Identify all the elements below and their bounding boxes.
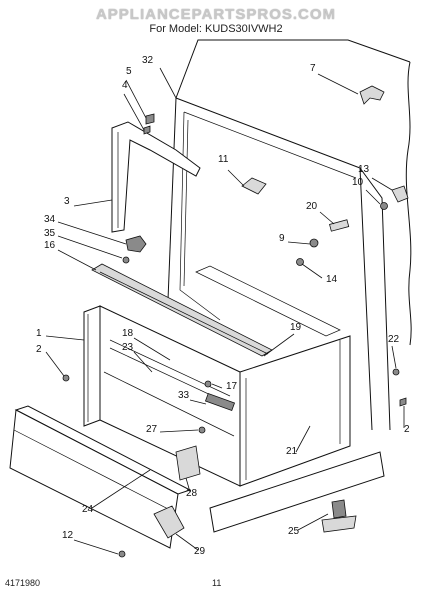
callout-c32: 32 [142,55,154,66]
bracket-part-34 [125,235,147,253]
clip-part-7 [359,85,385,105]
screw-part-4 [143,125,151,135]
callout-c2b: 2 [404,424,410,435]
callout-c13: 13 [358,164,370,175]
callout-c34: 34 [44,214,56,225]
screw-part-35 [122,256,130,264]
screw-part-14 [296,258,304,266]
callout-c25: 25 [288,526,300,537]
leader-lines [45,67,405,555]
crossmember-part-19 [195,265,341,337]
tub-part-32 [167,39,412,431]
callout-c12: 12 [62,530,74,541]
callout-c29: 29 [194,546,206,557]
frame-part-1 [83,305,241,487]
document-number: 4171980 [5,578,41,588]
callout-c28: 28 [186,488,198,499]
roller-part-20 [329,219,350,232]
bracket-part-11 [241,177,267,195]
callout-c2a: 2 [36,344,42,355]
callout-c4: 4 [122,80,128,91]
callout-c17: 17 [226,381,238,392]
site-watermark-title: APPLIANCEPARTSPROS.COM [95,6,337,23]
screw-part-10 [380,202,388,210]
callout-c11: 11 [218,154,229,165]
callout-c21: 21 [286,446,298,457]
pad-part-33 [204,392,236,412]
screw-part-12 [118,550,126,558]
bracket-part-29 [153,505,185,539]
screw-part-27 [198,426,206,434]
bracket-part-13 [380,185,409,210]
callout-c7: 7 [310,63,316,74]
callout-c23: 23 [122,342,134,353]
callout-c5: 5 [126,66,132,77]
rail-part-3 [111,121,201,233]
screw-part-17 [204,380,212,388]
rail-part-23 [103,371,235,437]
callout-c16: 16 [44,240,56,251]
callout-c10: 10 [352,177,364,188]
model-number-line: For Model: KUDS30IVWH2 [149,23,283,35]
screw-part-9 [309,238,319,248]
callout-c19: 19 [290,322,302,333]
callout-c3: 3 [64,196,70,207]
callout-c1: 1 [36,328,42,339]
screw-part-5 [145,113,155,125]
callout-c18: 18 [122,328,134,339]
callout-c24: 24 [82,504,94,515]
callout-c20: 20 [306,201,318,212]
callout-c35: 35 [44,228,56,239]
leveling-leg-part-25 [321,499,357,533]
screw-part-2-left [62,374,70,382]
callout-c33: 33 [178,390,190,401]
callout-c9: 9 [279,233,285,244]
page-number: 11 [212,578,222,588]
screw-part-22 [392,368,400,376]
screw-part-2-right [399,397,407,407]
side-member-part-21 [239,335,351,487]
box-part-28 [175,445,201,481]
callout-c27: 27 [146,424,158,435]
callout-c22: 22 [388,334,400,345]
callout-c14: 14 [326,274,338,285]
base-panel [209,451,385,533]
